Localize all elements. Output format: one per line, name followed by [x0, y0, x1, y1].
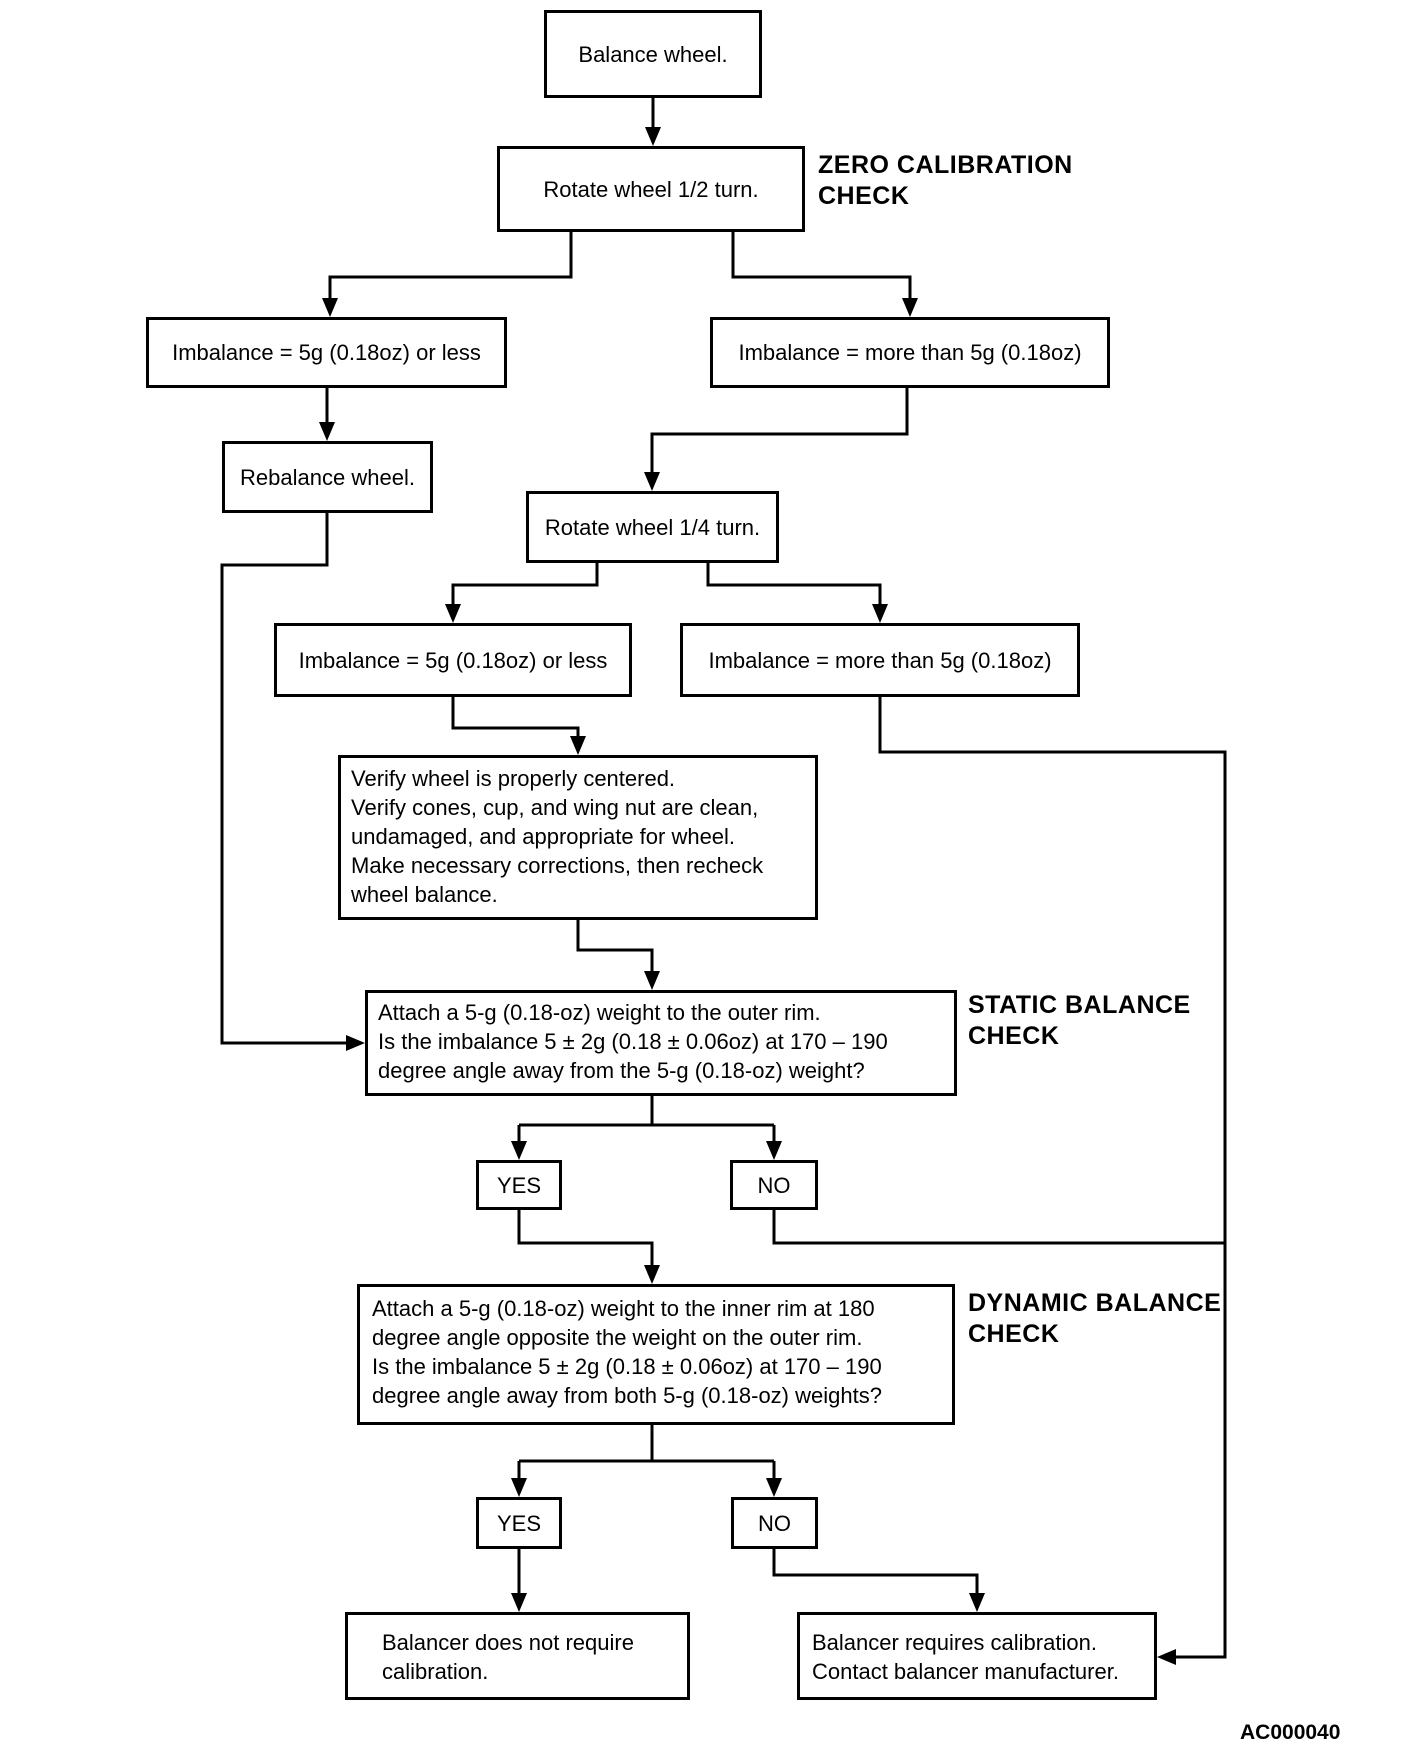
- node-rotate-wheel-half-turn: Rotate wheel 1/2 turn.: [497, 146, 805, 232]
- node-yes-static: YES: [476, 1160, 562, 1210]
- dynamic-balance-check-label: DYNAMIC BALANCE CHECK: [968, 1289, 1222, 1348]
- node-verify-wheel-centered: Verify wheel is properly centered. Verif…: [338, 755, 818, 920]
- node-no-static: NO: [730, 1160, 818, 1210]
- node-imbalance-more-than-5g-2: Imbalance = more than 5g (0.18oz): [680, 623, 1080, 697]
- static-balance-check-label: STATIC BALANCE CHECK: [968, 991, 1191, 1050]
- node-static-balance-question: Attach a 5-g (0.18-oz) weight to the out…: [365, 990, 957, 1096]
- node-yes-dynamic: YES: [476, 1497, 562, 1549]
- node-imbalance-5g-or-less-1: Imbalance = 5g (0.18oz) or less: [146, 317, 507, 388]
- node-no-dynamic: NO: [731, 1497, 818, 1549]
- node-balancer-requires-calibration: Balancer requires calibration. Contact b…: [797, 1612, 1157, 1700]
- arrowheads: [319, 127, 1176, 1665]
- node-imbalance-more-than-5g-1: Imbalance = more than 5g (0.18oz): [710, 317, 1110, 388]
- node-dynamic-balance-question: Attach a 5-g (0.18-oz) weight to the inn…: [357, 1284, 955, 1425]
- node-imbalance-5g-or-less-2: Imbalance = 5g (0.18oz) or less: [274, 623, 632, 697]
- node-rotate-wheel-quarter-turn: Rotate wheel 1/4 turn.: [526, 491, 779, 563]
- node-balance-wheel: Balance wheel.: [544, 10, 762, 98]
- node-balancer-no-calibration: Balancer does not require calibration.: [345, 1612, 690, 1700]
- node-rebalance-wheel: Rebalance wheel.: [222, 441, 433, 513]
- connector-lines: [220, 98, 1227, 1659]
- zero-calibration-check-label: ZERO CALIBRATION CHECK: [818, 151, 1073, 210]
- figure-code: AC000040: [1240, 1721, 1341, 1744]
